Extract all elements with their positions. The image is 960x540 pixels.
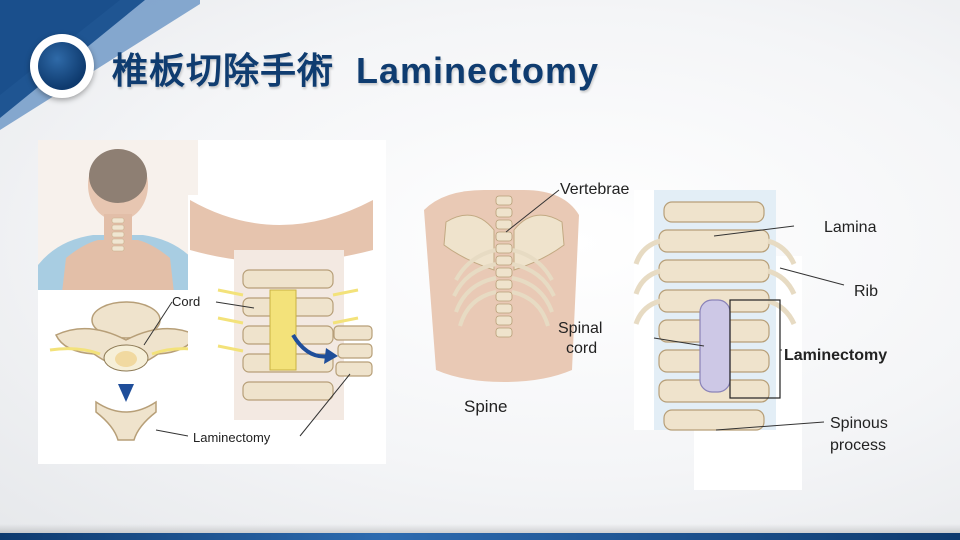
title-chinese: 椎板切除手術 <box>112 50 335 91</box>
title-badge-inner <box>38 42 86 90</box>
thoracic-illustration: Vertebrae Spine Spinal cord Lamina Rib L… <box>424 181 888 490</box>
label-rib: Rib <box>854 283 878 300</box>
removal-direction-arrow-icon <box>324 348 338 364</box>
label-cord-left: Cord <box>172 294 200 309</box>
spine-detail-view <box>633 190 845 490</box>
patient-back-view <box>38 140 198 310</box>
title-badge-icon <box>30 34 94 98</box>
label-process: process <box>830 437 886 454</box>
label-vertebrae: Vertebrae <box>560 181 629 198</box>
label-spinous: Spinous <box>830 415 888 432</box>
neck-posterior-view <box>188 195 386 455</box>
bottom-accent-bar <box>0 533 960 540</box>
page-title: 椎板切除手術 Laminectomy <box>112 42 599 92</box>
label-laminectomy-left: Laminectomy <box>193 430 271 445</box>
cervical-illustration: Cord Laminectomy <box>38 140 386 464</box>
cervical-laminectomy-figure: Cord Laminectomy <box>38 140 386 464</box>
label-spinal: Spinal <box>558 320 602 337</box>
title-english: Laminectomy <box>356 50 600 91</box>
bottom-shadow <box>0 524 960 534</box>
removal-arrow-icon <box>118 384 134 402</box>
label-lamina: Lamina <box>824 219 877 236</box>
label-spine: Spine <box>464 397 507 416</box>
label-laminectomy-right: Laminectomy <box>784 347 887 364</box>
thoracic-laminectomy-figure: Vertebrae Spine Spinal cord Lamina Rib L… <box>404 160 924 490</box>
torso-spine-view <box>424 189 579 382</box>
vertebra-cross-section <box>38 290 208 464</box>
label-cord-right: cord <box>566 340 597 357</box>
